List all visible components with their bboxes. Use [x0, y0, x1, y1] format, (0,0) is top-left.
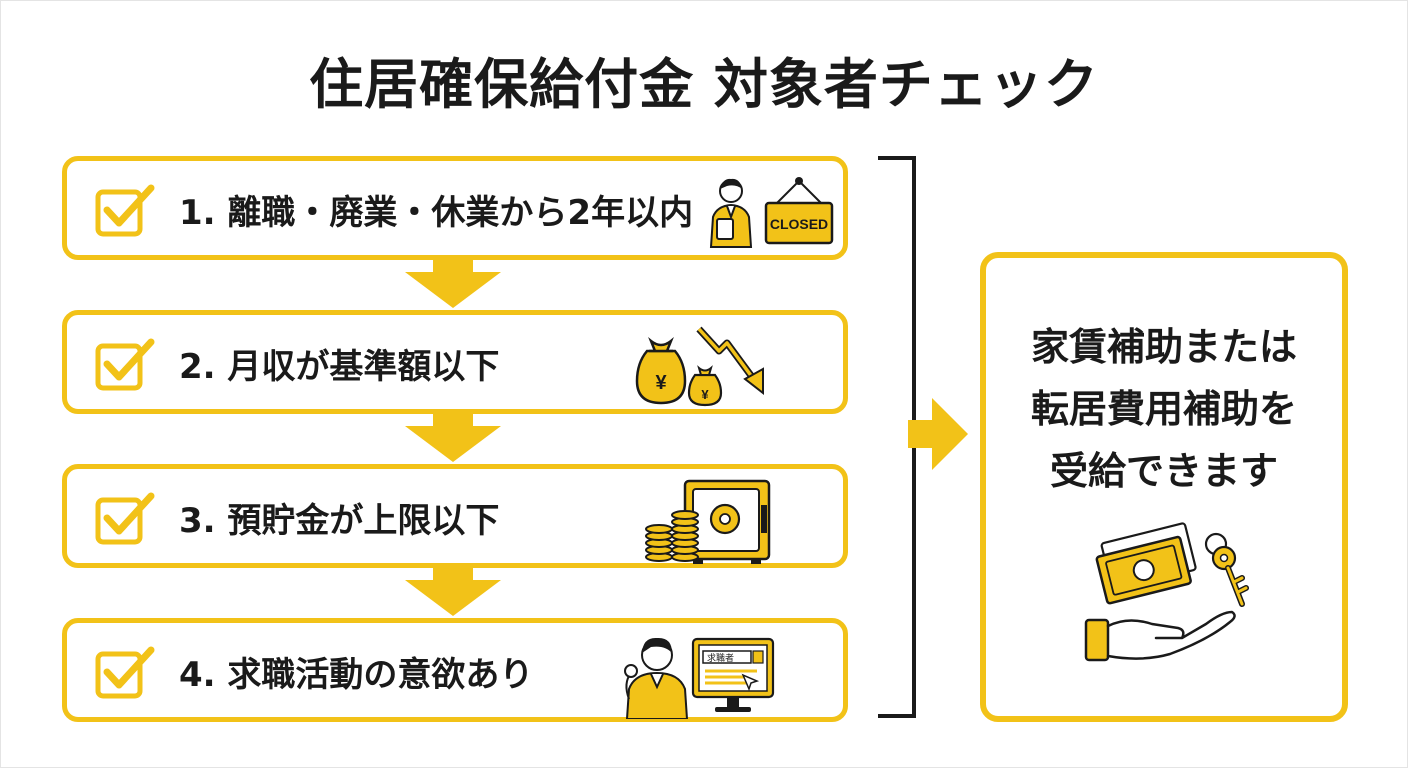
down-arrow-icon	[405, 412, 501, 462]
step-3-label: 3. 預貯金が上限以下	[179, 501, 500, 541]
right-arrow-icon	[908, 398, 968, 470]
result-line-3: 受給できます	[1049, 449, 1278, 493]
job-seeker-computer-icon: 求職者	[624, 637, 775, 719]
checkbox-checked-icon	[95, 646, 155, 699]
step-1-card: 1. 離職・廃業・休業から2年以内 CLOSED	[62, 156, 848, 260]
safe-and-coins-icon	[645, 479, 771, 564]
checkbox-checked-icon	[95, 492, 155, 545]
hand-money-key-icon	[1084, 522, 1249, 662]
checkbox-checked-icon	[95, 184, 155, 237]
closed-sign-icon: CLOSED	[764, 177, 834, 245]
result-line-1: 家賃補助または	[1030, 325, 1297, 369]
currency-symbol-small: ¥	[701, 387, 709, 402]
down-arrow-icon	[405, 566, 501, 616]
step-4-label: 4. 求職活動の意欲あり	[179, 655, 534, 695]
step-2-card: 2. 月収が基準額以下 ¥ ¥	[62, 310, 848, 414]
step-2-label: 2. 月収が基準額以下	[179, 347, 500, 387]
search-box-text: 求職者	[707, 652, 734, 664]
page-title: 住居確保給付金 対象者チェック	[309, 53, 1099, 116]
currency-symbol-large: ¥	[655, 372, 667, 394]
step-3-card: 3. 預貯金が上限以下	[62, 464, 848, 568]
result-line-2: 転居費用補助を	[1030, 387, 1297, 431]
person-with-clipboard-icon	[709, 178, 753, 248]
down-arrow-icon	[405, 258, 501, 308]
closed-sign-text: CLOSED	[770, 216, 828, 232]
checkbox-checked-icon	[95, 338, 155, 391]
result-box: 家賃補助または 転居費用補助を 受給できます	[980, 252, 1348, 722]
step-1-label: 1. 離職・廃業・休業から2年以内	[179, 193, 694, 233]
step-4-card: 4. 求職活動の意欲あり 求職者	[62, 618, 848, 722]
money-bags-down-arrow-icon: ¥ ¥	[635, 326, 764, 407]
